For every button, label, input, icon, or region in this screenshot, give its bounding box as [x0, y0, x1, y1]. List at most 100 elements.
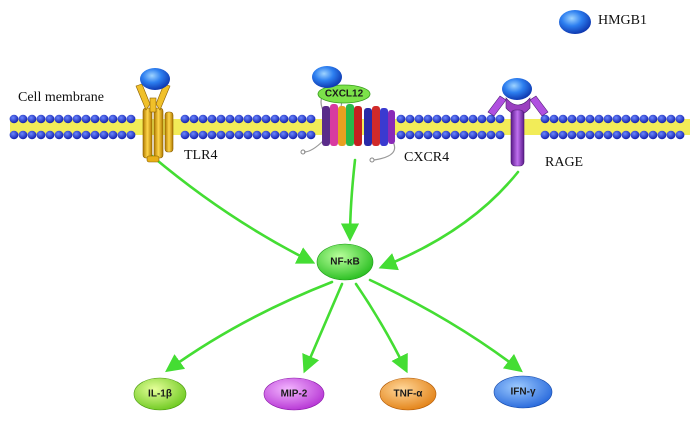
membrane-lipid-head	[81, 114, 91, 124]
membrane-outer-leaflet	[9, 114, 685, 124]
membrane-lipid-head	[405, 130, 415, 140]
membrane-lipid-head	[450, 114, 460, 124]
mip2-node	[263, 377, 325, 411]
membrane-lipid-head	[198, 130, 208, 140]
membrane-lipid-head	[576, 114, 586, 124]
membrane-lipid-head	[279, 130, 289, 140]
membrane-lipid-head	[180, 114, 190, 124]
membrane-lipid-head	[675, 130, 685, 140]
hmgb1-legend-label: HMGB1	[598, 13, 648, 28]
membrane-lipid-head	[225, 114, 235, 124]
membrane-lipid-head	[27, 130, 37, 140]
membrane-lipid-head	[441, 114, 451, 124]
membrane-lipid-head	[414, 114, 424, 124]
membrane-lipid-head	[45, 130, 55, 140]
membrane-lipid-head	[477, 130, 487, 140]
membrane-lipid-head	[225, 130, 235, 140]
membrane-lipid-head	[18, 130, 28, 140]
hmgb1-molecules	[140, 10, 591, 100]
tnfa-label: TNF-α	[393, 388, 423, 400]
membrane-lipid-head	[261, 114, 271, 124]
membrane-lipid-head	[585, 130, 595, 140]
cxcr4-label: CXCR4	[404, 150, 450, 165]
signaling-arrows	[150, 154, 523, 374]
membrane-lipid-head	[99, 114, 109, 124]
membrane-lipid-head	[630, 114, 640, 124]
membrane-lipid-head	[666, 130, 676, 140]
membrane-lipid-head	[45, 114, 55, 124]
membrane-lipid-head	[450, 130, 460, 140]
membrane-lipid-head	[270, 114, 280, 124]
membrane-lipid-head	[558, 130, 568, 140]
membrane-inner-leaflet	[9, 130, 685, 140]
membrane-lipid-head	[9, 130, 19, 140]
membrane-lipid-head	[576, 130, 586, 140]
membrane-lipid-head	[306, 114, 316, 124]
membrane-lipid-head	[279, 114, 289, 124]
membrane-lipid-head	[621, 130, 631, 140]
membrane-lipid-head	[495, 114, 505, 124]
nfkb-node	[316, 243, 374, 281]
rage-receptor-icon	[487, 95, 549, 167]
membrane-lipid-head	[639, 130, 649, 140]
membrane-lipid-head	[639, 114, 649, 124]
membrane-lipid-head	[594, 130, 604, 140]
membrane-lipid-head	[486, 114, 496, 124]
membrane-lipid-head	[621, 114, 631, 124]
membrane-lipid-head	[99, 130, 109, 140]
membrane-lipid-head	[558, 114, 568, 124]
membrane-lipid-head	[207, 114, 217, 124]
membrane-lipid-head	[36, 130, 46, 140]
membrane-lipid-head	[9, 114, 19, 124]
membrane-lipid-head	[234, 114, 244, 124]
membrane-lipid-head	[567, 130, 577, 140]
hmgb1-on-rage	[502, 78, 532, 100]
membrane-lipid-head	[117, 130, 127, 140]
tlr4-label: TLR4	[184, 148, 218, 163]
cytokine-output-nodes	[133, 375, 553, 411]
membrane-lipid-head	[603, 130, 613, 140]
membrane-lipid-head	[477, 114, 487, 124]
cxcl12-label: CXCL12	[324, 88, 364, 100]
membrane-lipid-head	[657, 130, 667, 140]
membrane-lipid-head	[549, 130, 559, 140]
membrane-lipid-head	[216, 114, 226, 124]
membrane-lipid-head	[657, 114, 667, 124]
hmgb1-on-tlr4	[140, 68, 170, 90]
il1b-label: IL-1β	[148, 388, 172, 400]
membrane-lipid-head	[63, 130, 73, 140]
membrane-lipid-head	[459, 130, 469, 140]
membrane-lipid-head	[396, 130, 406, 140]
membrane-lipid-head	[306, 130, 316, 140]
membrane-lipid-head	[81, 130, 91, 140]
rage-label: RAGE	[545, 155, 584, 170]
membrane-lipid-head	[288, 114, 298, 124]
membrane-lipid-head	[252, 130, 262, 140]
membrane-lipid-head	[27, 114, 37, 124]
mip2-label: MIP-2	[280, 388, 308, 400]
membrane-lipid-head	[540, 130, 550, 140]
arrow-rage-to-nfkb	[378, 170, 520, 271]
membrane-lipid-head	[612, 114, 622, 124]
membrane-lipid-head	[549, 114, 559, 124]
membrane-lipid-head	[468, 114, 478, 124]
tlr4-receptor-icon	[135, 83, 174, 163]
hmgb1-on-cxcr4	[312, 66, 342, 88]
membrane-lipid-head	[486, 130, 496, 140]
membrane-lipid-head	[441, 130, 451, 140]
membrane-lipid-head	[54, 130, 64, 140]
membrane-lipid-head	[675, 114, 685, 124]
membrane-lipid-head	[234, 130, 244, 140]
membrane-lipid-head	[432, 114, 442, 124]
membrane-lipid-head	[72, 130, 82, 140]
membrane-lipid-head	[648, 130, 658, 140]
membrane-lipid-head	[90, 130, 100, 140]
membrane-lipid-head	[243, 114, 253, 124]
arrow-cxcr4-to-nfkb	[340, 158, 360, 242]
membrane-lipid-head	[423, 114, 433, 124]
membrane-lipid-head	[630, 130, 640, 140]
membrane-lipid-head	[108, 114, 118, 124]
hmgb1-legend-icon	[559, 10, 591, 34]
membrane-lipid-head	[90, 114, 100, 124]
